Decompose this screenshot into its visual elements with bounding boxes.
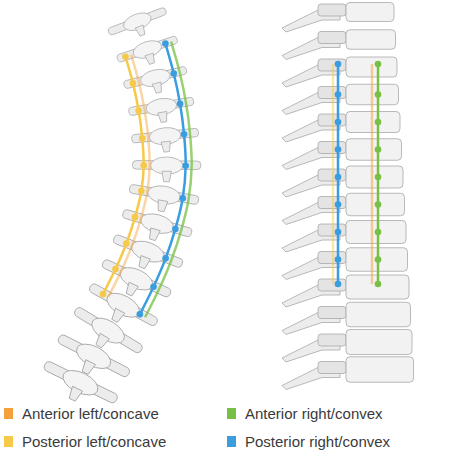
lateral-spine	[282, 3, 414, 390]
vertebra	[282, 193, 405, 224]
anterior-left-track-lateral	[371, 64, 374, 284]
vertebra	[282, 84, 399, 114]
legend-entry: Anterior right/convex	[227, 403, 383, 423]
vertebra	[282, 30, 396, 60]
vertebra	[106, 4, 171, 46]
legend-entry: Posterior left/concave	[4, 431, 166, 451]
vertebra	[282, 357, 414, 390]
legend-swatch	[4, 408, 13, 419]
legend-swatch	[4, 436, 13, 447]
vertebra	[282, 112, 400, 143]
legend-label: Anterior left/concave	[22, 405, 159, 422]
legend-label: Posterior left/concave	[22, 433, 166, 450]
vertebra	[282, 166, 403, 197]
vertebra	[282, 221, 406, 253]
legend-swatch	[227, 408, 236, 419]
vertebra	[282, 57, 397, 87]
posterior-left-track-dots	[100, 53, 147, 297]
posterior-right-track-dots	[137, 40, 189, 317]
legend-label: Anterior right/convex	[245, 405, 383, 422]
legend-swatch	[227, 436, 236, 447]
anterior-right-track-lateral-dots	[375, 61, 382, 288]
vertebra	[282, 139, 402, 170]
legend-entry: Anterior left/concave	[4, 403, 159, 423]
posterior-spine	[36, 4, 201, 418]
legend-entry: Posterior right/convex	[227, 431, 390, 451]
posterior-right-track-lateral-dots	[335, 61, 342, 288]
legend-label: Posterior right/convex	[245, 433, 390, 450]
spine-guide	[74, 8, 167, 396]
posterior-left-track-lateral	[332, 64, 335, 284]
posterior-left-track	[103, 57, 144, 294]
vertebra	[282, 3, 394, 33]
posterior-right-track	[140, 44, 186, 315]
